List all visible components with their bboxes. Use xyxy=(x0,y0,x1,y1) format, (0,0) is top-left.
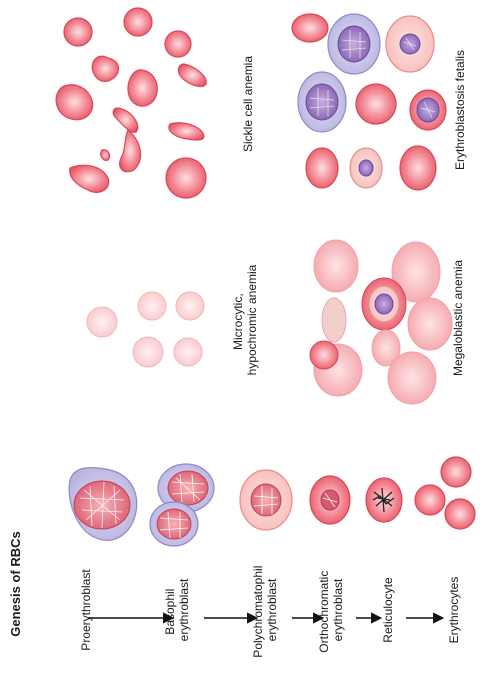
stage-label-basophil: Basophil erythroblast xyxy=(163,578,191,641)
stage-label-polychromatophil-line1: Polychromatophil xyxy=(251,566,265,658)
erythroblastosis-fetalis-label: Erythroblastosis fetalis xyxy=(453,50,467,170)
stage-label-orthochromatic-line2: erythroblast xyxy=(331,578,345,641)
megaloblastic-cells xyxy=(309,239,453,405)
stage-label-orthochromatic-line1: Orthochromatic xyxy=(317,571,331,653)
microcytic-anemia-label-line2: hypochromic anemia xyxy=(245,264,259,375)
stage-label-orthochromatic: Orthochromatic erythroblast xyxy=(317,567,345,652)
megaloblastic-anemia-label: Megaloblastic anemia xyxy=(451,260,465,376)
erythroblastosis-fetalis-panel: Erythroblastosis fetalis xyxy=(291,13,467,191)
stage-label-proerythroblast: Proerythroblast xyxy=(79,569,93,651)
erythrocyte-cells xyxy=(414,456,476,530)
stage-label-polychromatophil: Polychromatophil erythroblast xyxy=(251,562,279,657)
stage-label-reticulocyte: Reticulocyte xyxy=(381,577,395,643)
stage-label-polychromatophil-line2: erythroblast xyxy=(265,578,279,641)
fetalis-cells xyxy=(291,13,447,191)
stage-label-basophil-line2: erythroblast xyxy=(177,578,191,641)
reticulocyte-cell xyxy=(365,477,403,523)
genesis-section: Genesis of RBCs Proerythroblast Basophil… xyxy=(8,456,476,658)
microcytic-anemia-panel: Microcytic, hypochromic anemia xyxy=(86,264,259,375)
sickle-cell-anemia-panel: Sickle cell anemia xyxy=(55,7,255,199)
genesis-title: Genesis of RBCs xyxy=(8,531,23,636)
microcytic-anemia-label: Microcytic, hypochromic anemia xyxy=(231,264,259,375)
orthochromatic-erythroblast-cell xyxy=(309,475,351,525)
polychromatophil-erythroblast-cell xyxy=(239,469,293,531)
sickle-cells xyxy=(55,7,207,199)
microcytic-cells xyxy=(86,291,205,368)
proerythroblast-cell xyxy=(68,467,138,541)
microcytic-anemia-label-line1: Microcytic, xyxy=(231,293,245,350)
megaloblastic-anemia-panel: Megaloblastic anemia xyxy=(309,239,465,405)
basophil-erythroblast-cells xyxy=(149,463,215,547)
stage-label-basophil-line1: Basophil xyxy=(163,589,177,635)
sickle-cell-anemia-label: Sickle cell anemia xyxy=(241,56,255,152)
stage-label-erythrocytes: Erythrocytes xyxy=(447,577,461,644)
